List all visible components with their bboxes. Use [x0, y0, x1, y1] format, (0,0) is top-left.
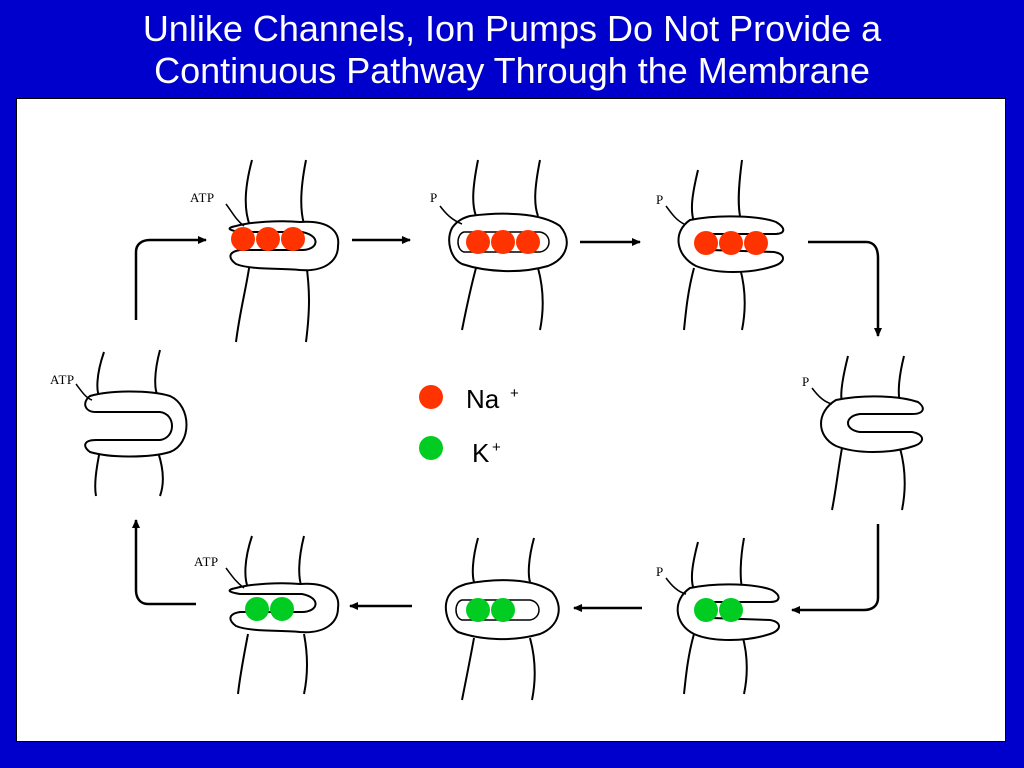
potassium-ion	[466, 598, 490, 622]
legend: Na + K +	[419, 384, 519, 468]
state-5-label: P	[656, 564, 664, 579]
potassium-ion	[245, 597, 269, 621]
state-1-label: ATP	[190, 190, 215, 205]
slide-title: Unlike Channels, Ion Pumps Do Not Provid…	[0, 8, 1024, 92]
sodium-ion	[256, 227, 280, 251]
pump-state-1: ATP	[190, 159, 340, 343]
legend-sodium-charge: +	[510, 385, 519, 402]
arrow-down-right	[808, 240, 882, 337]
title-line-1: Unlike Channels, Ion Pumps Do Not Provid…	[142, 8, 882, 49]
potassium-ion	[491, 598, 515, 622]
sodium-ion	[516, 230, 540, 254]
cycle-arrows	[132, 236, 882, 614]
potassium-ion	[270, 597, 294, 621]
state-4-label: P	[802, 374, 810, 389]
potassium-ion	[694, 598, 718, 622]
potassium-ion	[719, 598, 743, 622]
sodium-ion	[719, 231, 743, 255]
state-8-label: ATP	[50, 372, 75, 387]
state-2-label: P	[430, 190, 438, 205]
sodium-ion	[694, 231, 718, 255]
sodium-ion	[281, 227, 305, 251]
pump-state-5: P	[656, 537, 780, 695]
pump-state-7: ATP	[194, 535, 340, 695]
legend-sodium-marker	[419, 385, 443, 409]
pump-state-6	[444, 537, 560, 701]
arrow-up-right-left	[134, 236, 207, 320]
legend-sodium-label: Na	[466, 384, 500, 414]
pump-state-4: P	[802, 355, 924, 511]
sodium-ion	[744, 231, 768, 255]
title-line-2: Continuous Pathway Through the Membrane	[154, 50, 870, 91]
arrow-up-left	[132, 519, 196, 606]
legend-potassium-charge: +	[492, 439, 501, 456]
state-3-label: P	[656, 192, 664, 207]
arrow-left-bottom-right	[791, 524, 880, 614]
pump-state-3: P	[656, 159, 785, 331]
state-7-label: ATP	[194, 554, 219, 569]
legend-potassium-marker	[419, 436, 443, 460]
sodium-ion	[491, 230, 515, 254]
legend-potassium-label: K	[472, 438, 490, 468]
pump-state-8: ATP	[50, 349, 188, 497]
sodium-ion	[231, 227, 255, 251]
sodium-ion	[466, 230, 490, 254]
pump-state-2: P	[430, 159, 568, 331]
